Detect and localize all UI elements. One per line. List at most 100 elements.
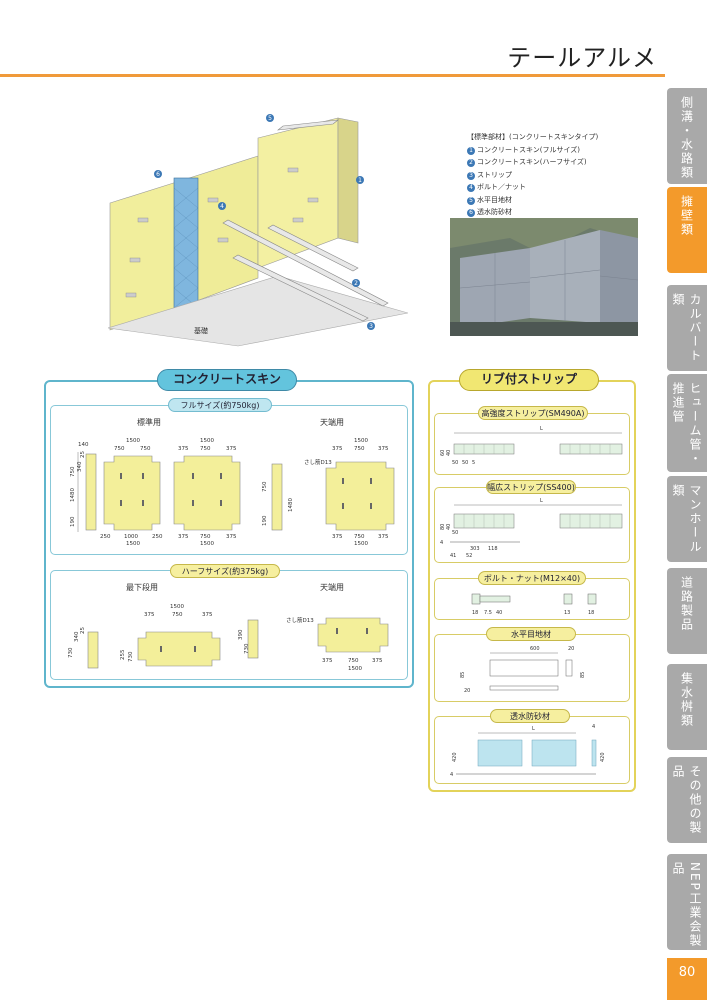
svg-text:52: 52 — [466, 553, 472, 559]
page-title: テールアルメ — [507, 44, 657, 72]
svg-text:375: 375 — [332, 446, 343, 452]
top-end-caption: 天端用 — [320, 418, 344, 427]
high-strength-strip-label: 高強度ストリップ(SM490A) — [478, 406, 588, 420]
svg-text:1500: 1500 — [126, 438, 140, 444]
svg-text:600: 600 — [530, 646, 540, 652]
tab-culvert[interactable]: カルバート類 — [667, 285, 707, 371]
svg-text:1500: 1500 — [354, 438, 368, 444]
svg-text:41: 41 — [450, 553, 456, 559]
svg-text:1480: 1480 — [288, 498, 294, 512]
full-size-drawings: 140 750 1480 190 340 25 1500 750 750 250… — [70, 438, 395, 547]
svg-text:20: 20 — [464, 688, 470, 694]
full-size-label: フルサイズ(約750kg) — [168, 398, 272, 412]
svg-text:340: 340 — [77, 461, 83, 472]
svg-text:85: 85 — [580, 672, 586, 678]
sand-filter-label: 透水防砂材 — [490, 709, 570, 723]
svg-text:730: 730 — [244, 643, 250, 654]
tab-catch-basin[interactable]: 集水桝類 — [667, 664, 707, 750]
svg-text:375: 375 — [178, 534, 189, 540]
svg-text:750: 750 — [114, 446, 125, 452]
svg-text:750: 750 — [172, 612, 183, 618]
svg-text:1500: 1500 — [170, 604, 184, 610]
wide-strip-drawing: L 80 40 50 4 303 118 41 52 — [440, 498, 623, 559]
svg-text:750: 750 — [200, 534, 211, 540]
tab-nep-products[interactable]: NEP工業会製品 — [667, 854, 707, 950]
svg-text:50: 50 — [452, 460, 458, 466]
svg-text:さし筋D13: さし筋D13 — [286, 616, 314, 624]
svg-text:250: 250 — [100, 534, 111, 540]
concrete-skin-title: コンクリートスキン — [157, 369, 297, 391]
svg-text:18: 18 — [472, 610, 478, 616]
svg-text:190: 190 — [70, 516, 76, 527]
svg-text:60: 60 — [440, 450, 446, 456]
svg-text:4: 4 — [440, 540, 443, 546]
tab-manhole[interactable]: マンホール類 — [667, 476, 707, 562]
svg-text:375: 375 — [372, 658, 383, 664]
svg-text:250: 250 — [152, 534, 163, 540]
svg-text:750: 750 — [200, 446, 211, 452]
page-number: 80 — [667, 958, 707, 1000]
svg-text:1500: 1500 — [126, 541, 140, 547]
svg-text:1000: 1000 — [124, 534, 138, 540]
svg-text:190: 190 — [262, 515, 268, 526]
rib-strip-title: リブ付ストリップ — [459, 369, 599, 391]
high-strength-strip-drawing: L 60 40 50 50 5 — [440, 426, 623, 466]
svg-text:40: 40 — [446, 450, 452, 456]
svg-text:50: 50 — [462, 460, 468, 466]
svg-text:750: 750 — [348, 658, 359, 664]
svg-text:750: 750 — [70, 466, 76, 477]
svg-text:375: 375 — [144, 612, 155, 618]
svg-text:80: 80 — [440, 524, 446, 530]
bolt-nut-drawing: 18 7.5 40 13 18 — [471, 593, 597, 616]
svg-text:4: 4 — [450, 772, 453, 778]
svg-text:303: 303 — [470, 546, 480, 552]
callout-5: 5 — [268, 115, 272, 122]
svg-text:255: 255 — [120, 649, 126, 660]
tab-retaining-wall[interactable]: 擁壁類 — [667, 187, 707, 273]
title-rule — [0, 74, 665, 77]
svg-text:420: 420 — [600, 752, 606, 762]
svg-text:375: 375 — [322, 658, 333, 664]
svg-text:390: 390 — [238, 629, 244, 640]
standard-caption: 標準用 — [137, 418, 161, 427]
tab-road-products[interactable]: 道路製品 — [667, 568, 707, 654]
bottom-row-caption: 最下段用 — [126, 583, 158, 592]
svg-text:140: 140 — [78, 442, 89, 448]
svg-text:40: 40 — [446, 524, 452, 530]
svg-text:さし筋D13: さし筋D13 — [304, 458, 332, 466]
svg-text:730: 730 — [128, 651, 134, 662]
base-label: 基礎 — [194, 326, 208, 335]
svg-text:118: 118 — [488, 546, 498, 552]
svg-text:L: L — [540, 498, 543, 504]
callout-3: 3 — [369, 323, 373, 330]
svg-text:750: 750 — [262, 481, 268, 492]
tab-hume-pipe[interactable]: ヒューム管・推進管 — [667, 374, 707, 472]
svg-text:85: 85 — [460, 672, 466, 678]
svg-text:375: 375 — [378, 534, 389, 540]
svg-text:375: 375 — [226, 534, 237, 540]
svg-text:L: L — [540, 426, 543, 432]
svg-text:1500: 1500 — [200, 541, 214, 547]
svg-text:1500: 1500 — [354, 541, 368, 547]
svg-text:1500: 1500 — [200, 438, 214, 444]
legend-heading: 【標準部材】(コンクリートスキンタイプ) — [467, 133, 599, 141]
joint-material-label: 水平目地材 — [486, 627, 576, 641]
svg-text:730: 730 — [68, 647, 74, 658]
half-top-end-caption: 天端用 — [320, 583, 344, 592]
svg-text:4: 4 — [592, 724, 595, 730]
callout-2: 2 — [354, 280, 358, 287]
tab-other-products[interactable]: その他の製品 — [667, 757, 707, 843]
tab-gutter[interactable]: 側溝・水路類 — [667, 88, 707, 184]
bolt-nut-label: ボルト・ナット(M12×40) — [478, 571, 586, 585]
svg-text:1500: 1500 — [348, 666, 362, 672]
svg-text:375: 375 — [378, 446, 389, 452]
construction-photo — [450, 218, 638, 336]
svg-text:7.5: 7.5 — [484, 610, 492, 616]
svg-text:375: 375 — [202, 612, 213, 618]
